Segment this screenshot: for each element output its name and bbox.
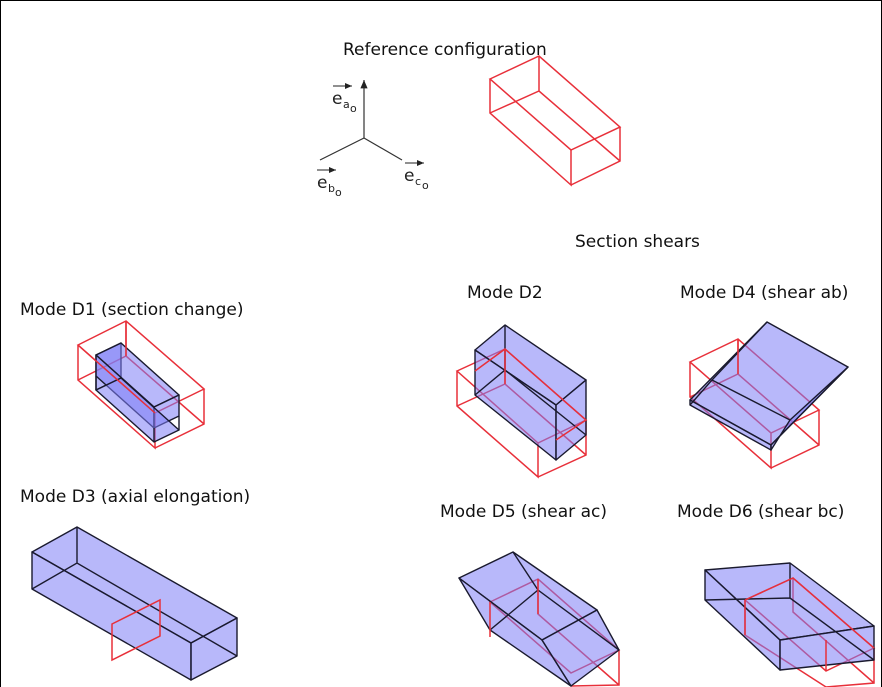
- axis-b-label: e b o: [317, 167, 342, 199]
- mode-d1-diagram: [76, 320, 206, 450]
- svg-text:e: e: [332, 89, 342, 109]
- mode-d2-label: Mode D2: [467, 283, 543, 303]
- svg-text:e: e: [404, 166, 414, 186]
- axis-a-label: e a o: [332, 83, 357, 115]
- axis-b-line: [319, 137, 365, 161]
- mode-d2-diagram: [455, 324, 588, 479]
- svg-text:o: o: [422, 179, 429, 192]
- reference-box: [488, 55, 622, 187]
- svg-text:e: e: [317, 173, 327, 193]
- mode-d6-label: Mode D6 (shear bc): [677, 502, 845, 522]
- axis-c-line: [363, 137, 403, 161]
- mode-d4-diagram: [688, 321, 849, 470]
- mode-d6-diagram: [704, 562, 876, 687]
- mode-d5-diagram: [458, 551, 621, 687]
- reference-axes: e a o e b o e c o: [317, 80, 429, 199]
- svg-text:b: b: [328, 182, 335, 195]
- axis-c-label: e c o: [404, 160, 429, 192]
- svg-text:c: c: [415, 175, 421, 188]
- mode-d5-label: Mode D5 (shear ac): [440, 502, 607, 522]
- mode-d3-label: Mode D3 (axial elongation): [20, 487, 251, 507]
- mode-d3-diagram: [31, 526, 238, 681]
- mode-d4-label: Mode D4 (shear ab): [680, 283, 849, 303]
- svg-text:a: a: [343, 98, 350, 111]
- svg-text:o: o: [350, 102, 357, 115]
- reference-title: Reference configuration: [343, 40, 547, 60]
- mode-d1-label: Mode D1 (section change): [20, 300, 244, 320]
- svg-text:o: o: [335, 186, 342, 199]
- section-shears-title: Section shears: [575, 232, 700, 252]
